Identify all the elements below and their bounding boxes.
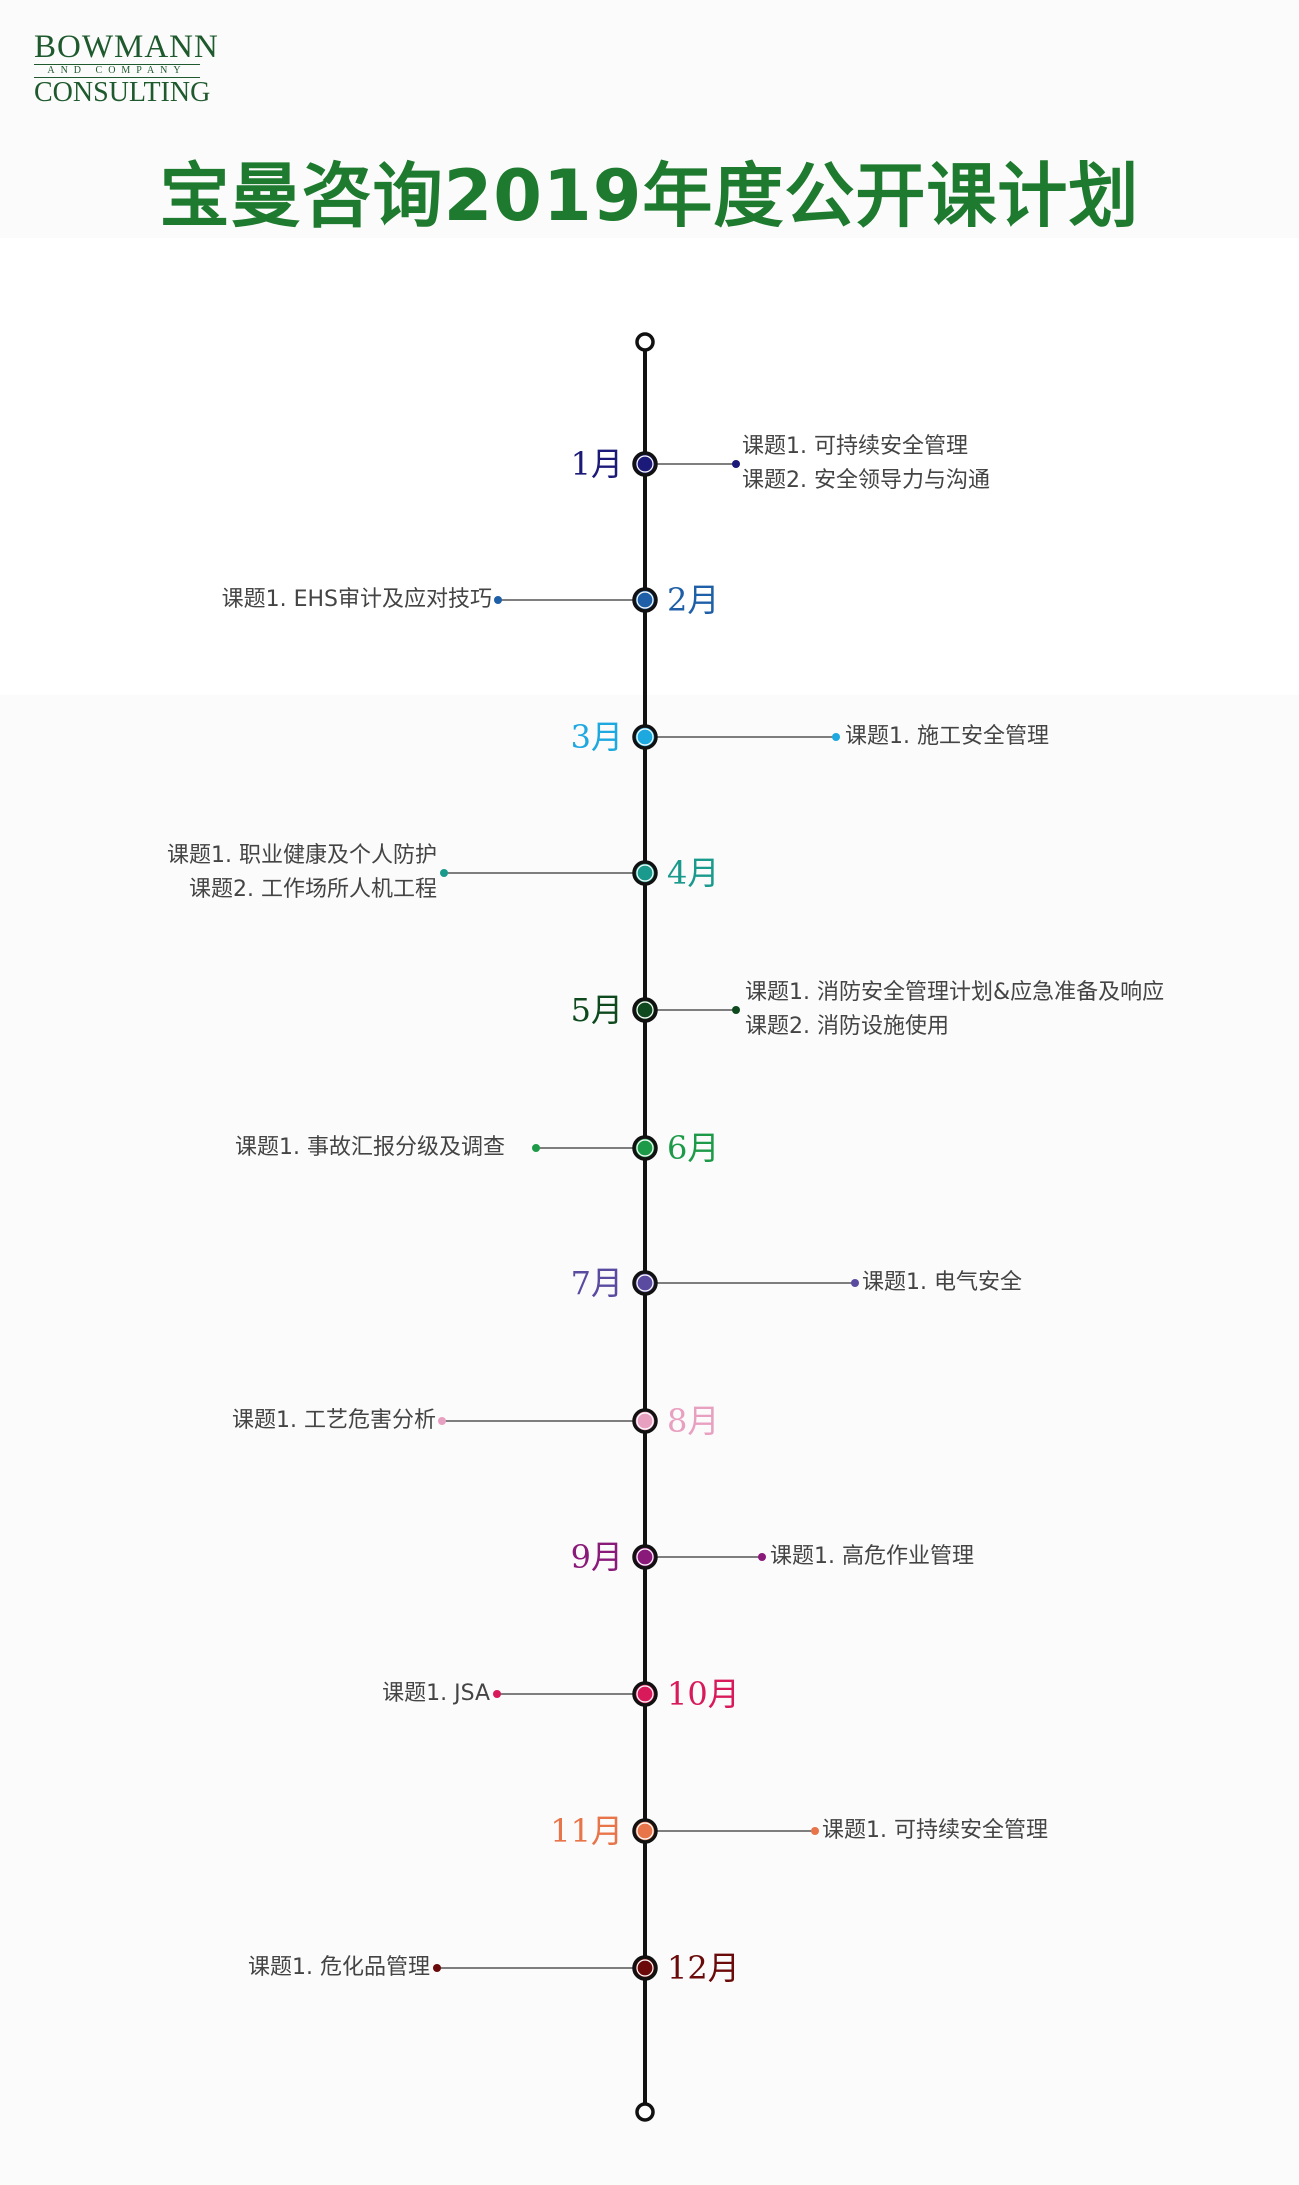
logo: BOWMANN AND COMPANY CONSULTING: [34, 29, 219, 108]
topic-block: 课题1. 可持续安全管理课题2. 安全领导力与沟通: [742, 430, 990, 498]
month-node-ring: [636, 864, 654, 882]
month-node-ring: [636, 1685, 654, 1703]
topic-text: 课题1. 消防安全管理计划&应急准备及响应: [745, 980, 1165, 1005]
topic-dot: [832, 733, 840, 741]
topic-dot: [493, 1690, 501, 1698]
topic-text: 课题1. 可持续安全管理: [822, 1818, 1048, 1843]
month-label: 6月: [667, 1129, 720, 1167]
topic-text: 课题1. 施工安全管理: [845, 724, 1049, 749]
month-node-ring: [636, 1822, 654, 1840]
topic-text: 课题2. 工作场所人机工程: [189, 877, 437, 902]
logo-line2: AND COMPANY: [34, 64, 200, 78]
month-node-ring: [636, 1959, 654, 1977]
topic-text: 课题1. 危化品管理: [248, 1955, 430, 1980]
page-title: 宝曼咨询2019年度公开课计划: [159, 155, 1140, 237]
topic-text: 课题1. EHS审计及应对技巧: [221, 587, 492, 612]
topic-dot: [732, 1006, 740, 1014]
topic-dot: [438, 1417, 446, 1425]
topic-text: 课题2. 安全领导力与沟通: [742, 468, 990, 493]
month-node-ring: [636, 455, 654, 473]
topic-block: 课题1. 高危作业管理: [770, 1540, 974, 1574]
topic-text: 课题2. 消防设施使用: [745, 1014, 949, 1039]
topic-block: 课题1. 职业健康及个人防护课题2. 工作场所人机工程: [167, 839, 437, 907]
month-node-ring: [636, 1412, 654, 1430]
month-label: 2月: [667, 581, 720, 619]
topic-dot: [851, 1279, 859, 1287]
month-node-ring: [636, 591, 654, 609]
month-label: 4月: [667, 854, 720, 892]
topic-text: 课题1. JSA: [382, 1681, 490, 1706]
topic-dot: [811, 1827, 819, 1835]
topic-text: 课题1. 事故汇报分级及调查: [235, 1135, 505, 1160]
month-label: 1月: [570, 445, 623, 483]
topic-dot: [433, 1964, 441, 1972]
topic-dot: [440, 869, 448, 877]
month-label: 5月: [570, 991, 623, 1029]
month-node-ring: [636, 1274, 654, 1292]
topic-dot: [732, 460, 740, 468]
topic-text: 课题1. 电气安全: [862, 1270, 1022, 1295]
topic-block: 课题1. 消防安全管理计划&应急准备及响应课题2. 消防设施使用: [745, 976, 1164, 1044]
topic-text: 课题1. 高危作业管理: [770, 1544, 974, 1569]
topic-text: 课题1. 职业健康及个人防护: [167, 843, 437, 868]
month-label: 9月: [570, 1538, 623, 1576]
logo-line1: BOWMANN: [34, 29, 219, 65]
month-node-ring: [636, 1001, 654, 1019]
topic-block: 课题1. 危化品管理: [248, 1951, 430, 1985]
topic-block: 课题1. 事故汇报分级及调查: [235, 1131, 505, 1165]
month-label: 8月: [667, 1402, 720, 1440]
month-node-ring: [636, 728, 654, 746]
month-label: 7月: [570, 1264, 623, 1302]
topic-dot: [532, 1144, 540, 1152]
topic-block: 课题1. 工艺危害分析: [232, 1404, 436, 1438]
logo-line3: CONSULTING: [34, 77, 211, 108]
month-node-ring: [636, 1548, 654, 1566]
topic-block: 课题1. 施工安全管理: [845, 720, 1049, 754]
month-label: 12月: [667, 1949, 740, 1987]
topic-text: 课题1. 工艺危害分析: [232, 1408, 436, 1433]
topic-block: 课题1. 电气安全: [862, 1266, 1022, 1300]
topic-dot: [494, 596, 502, 604]
topic-block: 课题1. EHS审计及应对技巧: [222, 583, 492, 617]
month-label: 3月: [570, 718, 623, 756]
topic-dot: [758, 1553, 766, 1561]
month-label: 10月: [667, 1675, 740, 1713]
timeline-end-cap: [635, 2102, 655, 2122]
month-label: 11月: [550, 1812, 623, 1850]
topic-block: 课题1. 可持续安全管理: [822, 1814, 1048, 1848]
timeline-start-cap: [635, 332, 655, 352]
month-node-ring: [636, 1139, 654, 1157]
topic-text: 课题1. 可持续安全管理: [742, 434, 968, 459]
topic-block: 课题1. JSA: [382, 1677, 490, 1711]
